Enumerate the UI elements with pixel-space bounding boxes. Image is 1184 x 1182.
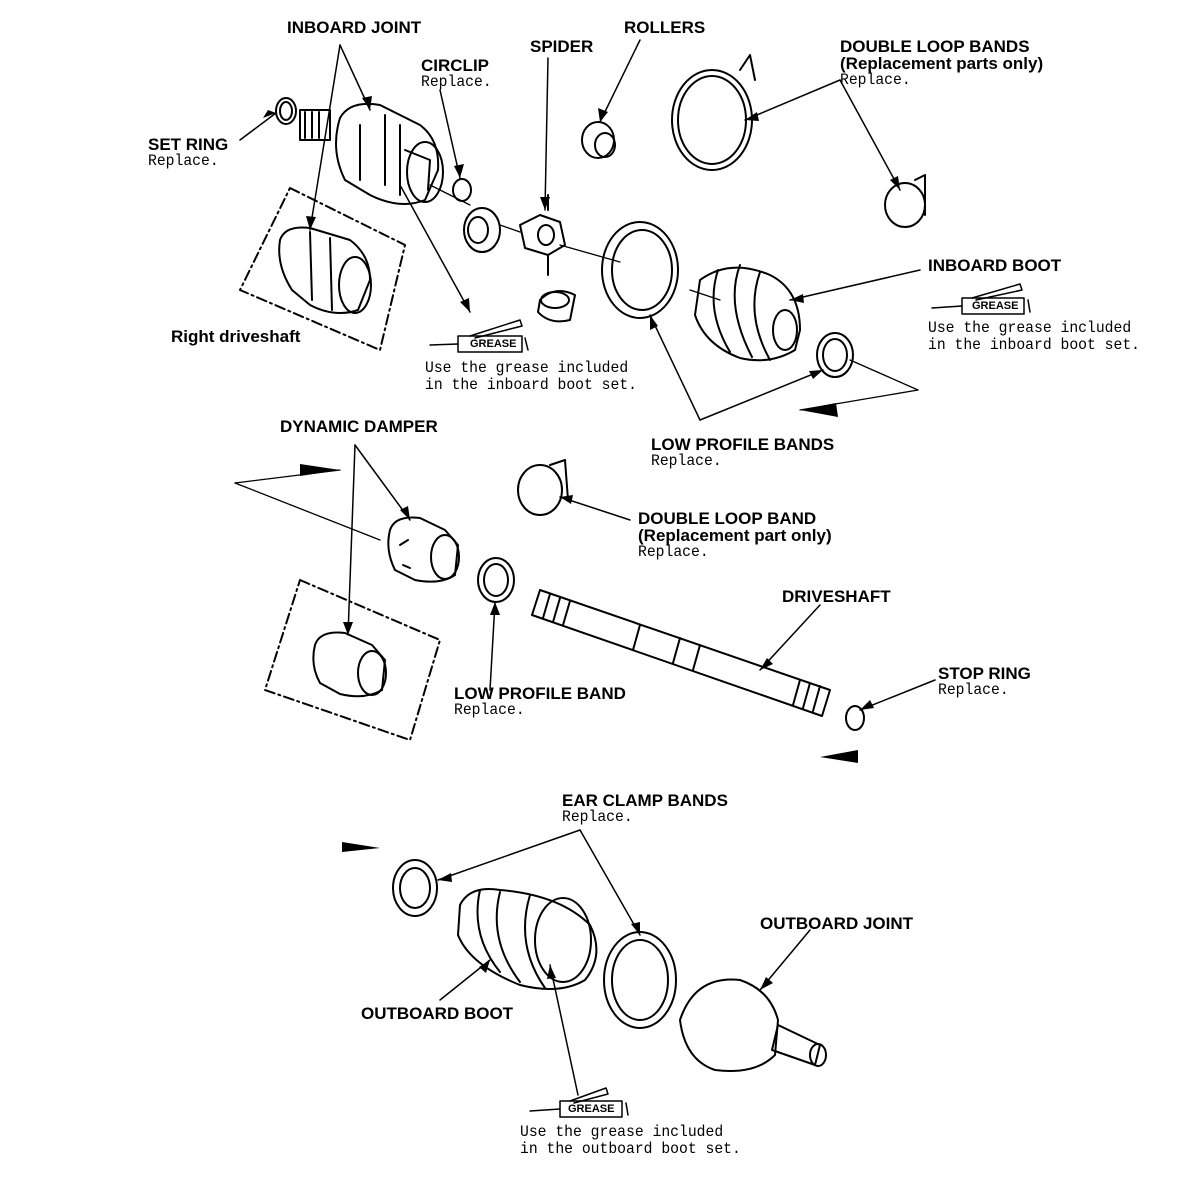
- note-circlip: Replace.: [421, 73, 492, 91]
- label-inboard-joint: INBOARD JOINT: [287, 18, 422, 37]
- note-grease-inboard-right-1: Use the grease included: [928, 319, 1132, 337]
- label-stop-ring: STOP RING: [938, 664, 1031, 683]
- double-loop-band-middle: [517, 459, 569, 516]
- grease-brush-icon-inboard-right: [931, 283, 1031, 315]
- note-low-profile-bands: Replace.: [651, 452, 722, 470]
- label-inboard-boot: INBOARD BOOT: [928, 256, 1062, 275]
- label-double-loop-band-sub: (Replacement part only): [638, 526, 832, 545]
- label-spider: SPIDER: [530, 37, 594, 56]
- label-outboard-boot: OUTBOARD BOOT: [361, 1004, 514, 1023]
- grease-badge-inboard-left: GREASE: [470, 338, 517, 350]
- note-set-ring: Replace.: [148, 152, 219, 170]
- note-double-loop-bands: Replace.: [840, 71, 911, 89]
- stop-ring-part: [845, 705, 865, 731]
- label-ear-clamp-bands: EAR CLAMP BANDS: [562, 791, 728, 810]
- note-stop-ring: Replace.: [938, 681, 1009, 699]
- low-profile-band-small: [816, 332, 854, 378]
- low-profile-band-large: [601, 221, 679, 319]
- grease-brush-icon-inboard-left: [429, 319, 529, 353]
- low-profile-band-middle: [477, 557, 515, 603]
- label-set-ring: SET RING: [148, 135, 229, 154]
- note-grease-inboard-left-2: in the inboard boot set.: [425, 376, 638, 394]
- right-driveshaft-box: [239, 187, 406, 351]
- ear-clamp-band-left: [392, 859, 438, 917]
- label-double-loop-bands-sub: (Replacement parts only): [840, 54, 1044, 73]
- rollers-part: [537, 121, 616, 323]
- grease-brush-icon-outboard: [529, 1087, 629, 1118]
- note-grease-outboard-1: Use the grease included: [520, 1123, 724, 1141]
- leader-arrowheads: [263, 96, 900, 990]
- set-ring-part: [275, 97, 297, 125]
- outboard-boot-part: [457, 888, 598, 990]
- note-ear-clamp-bands: Replace.: [562, 808, 633, 826]
- damper-variant-box: [264, 579, 441, 741]
- grease-badge-outboard: GREASE: [568, 1103, 615, 1115]
- inboard-boot-part: [694, 264, 801, 362]
- label-double-loop-band: DOUBLE LOOP BAND: [638, 509, 817, 528]
- label-right-driveshaft: Right driveshaft: [171, 327, 301, 346]
- label-dynamic-damper: DYNAMIC DAMPER: [280, 417, 438, 436]
- label-driveshaft: DRIVESHAFT: [782, 587, 891, 606]
- circlip-part: [452, 178, 472, 202]
- driveshaft-part: [531, 589, 831, 717]
- note-grease-inboard-right-2: in the inboard boot set.: [928, 336, 1141, 354]
- note-grease-outboard-2: in the outboard boot set.: [520, 1140, 741, 1158]
- spider-part: [463, 194, 566, 276]
- note-low-profile-band: Replace.: [454, 701, 525, 719]
- grease-badge-inboard-right: GREASE: [972, 300, 1019, 312]
- note-grease-inboard-left-1: Use the grease included: [425, 359, 629, 377]
- label-low-profile-bands: LOW PROFILE BANDS: [651, 435, 835, 454]
- note-double-loop-band: Replace.: [638, 543, 709, 561]
- inboard-joint-part: [299, 102, 444, 205]
- label-double-loop-bands: DOUBLE LOOP BANDS: [840, 37, 1030, 56]
- ear-clamp-band-right: [603, 931, 677, 1029]
- dynamic-damper-part: [387, 516, 460, 583]
- outboard-joint-part: [679, 978, 827, 1072]
- label-low-profile-band: LOW PROFILE BAND: [454, 684, 626, 703]
- label-outboard-joint: OUTBOARD JOINT: [760, 914, 913, 933]
- leader-lines: [239, 39, 936, 1096]
- upper-axis-lines: [234, 184, 919, 541]
- label-rollers: ROLLERS: [624, 18, 706, 37]
- direction-arrow-upper: [300, 403, 858, 852]
- label-circlip: CIRCLIP: [421, 56, 489, 75]
